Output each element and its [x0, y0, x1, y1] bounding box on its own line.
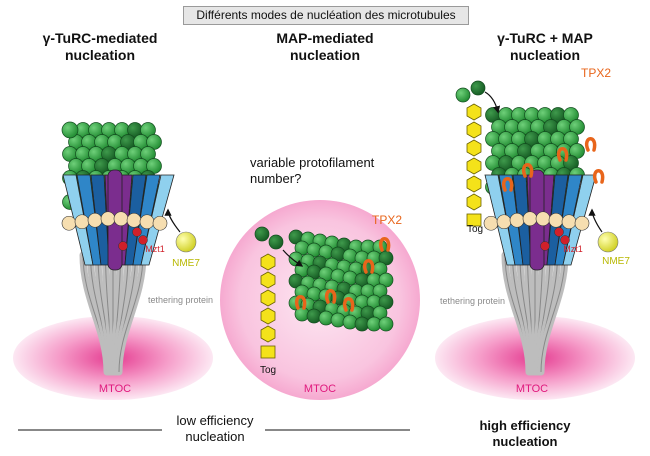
middle-tog-domain: [260, 289, 276, 307]
left-mtoc-label: MTOC: [98, 383, 132, 395]
middle-tpx2-loop: [324, 289, 337, 304]
left-nme7-arrow: [164, 208, 181, 233]
left-nme7-label: NME7: [172, 258, 200, 269]
right-tog-domain: [466, 121, 482, 139]
left-cap-subunit: [126, 212, 142, 228]
left-mzt1-blob: [132, 227, 142, 237]
left-cap-subunit: [61, 215, 77, 231]
right-tubulin-arrow: [484, 91, 501, 114]
right-tether-outline: [540, 254, 566, 373]
middle-free-tubulin: [268, 234, 284, 250]
right-tog-domain: [466, 103, 482, 121]
right-tpx2-loop: [584, 137, 597, 152]
right-tpx2-loop: [556, 147, 569, 162]
right-tpx2-loop: [501, 177, 514, 192]
left-cap-subunit: [100, 211, 116, 227]
right-tog-domain: [466, 157, 482, 175]
left-cap-subunit: [87, 212, 103, 228]
left-tether-outline: [118, 254, 144, 373]
right-cap-subunit: [522, 211, 538, 227]
middle-tog-base: [260, 345, 276, 359]
middle-tubulin-dimer: [330, 312, 346, 328]
left-cap-subunit: [113, 211, 129, 227]
left-tethering-label: tethering protein: [148, 295, 214, 305]
left-nme7-ball: [175, 231, 197, 253]
low-efficiency-label: low efficiency nucleation: [176, 413, 254, 444]
right-cap-subunit: [548, 212, 564, 228]
middle-tubulin-arrow: [282, 249, 304, 267]
left-panel-title: γ-TuRC-mediated nucleation: [42, 30, 158, 63]
middle-tpx2-loop: [378, 237, 391, 252]
right-mzt1-label: Mzt1: [563, 244, 583, 254]
middle-tubulin-dimer: [306, 308, 322, 324]
right-cap-subunit: [535, 211, 551, 227]
middle-tog-domain: [260, 253, 276, 271]
right-tog-domain: [466, 175, 482, 193]
right-mzt1-blob: [554, 227, 564, 237]
left-tubulin-top: [61, 121, 79, 139]
high-efficiency-label: high efficiency nucleation: [479, 418, 571, 449]
right-free-tubulin: [470, 80, 486, 96]
right-cap-subunit: [496, 214, 512, 230]
right-panel-title: γ-TuRC + MAP nucleation: [497, 30, 593, 63]
middle-tpx2-label: TPX2: [371, 213, 402, 227]
right-mzt1-blob: [560, 235, 570, 245]
right-tog-base: [466, 213, 482, 227]
middle-tog-domain: [260, 271, 276, 289]
right-nme7-label: NME7: [602, 256, 630, 267]
right-tog-domain: [466, 139, 482, 157]
middle-panel-title: MAP-mediated nucleation: [276, 30, 374, 63]
right-mtoc-label: MTOC: [515, 383, 549, 395]
right-cap-subunit: [574, 215, 590, 231]
middle-tog-label: Tog: [259, 365, 277, 376]
middle-tubulin-dimer: [342, 314, 358, 330]
right-tpx2-loop: [521, 163, 534, 178]
right-tog-domain: [466, 193, 482, 211]
left-cap-subunit: [152, 215, 168, 231]
right-tog-label: Tog: [466, 224, 484, 235]
right-cap-subunit: [561, 214, 577, 230]
left-cap-subunit: [139, 214, 155, 230]
right-free-tubulin: [455, 87, 471, 103]
left-mzt1-blob: [138, 235, 148, 245]
right-nme7-ball: [597, 231, 619, 253]
middle-tpx2-loop: [342, 297, 355, 312]
middle-tubulin-dimer: [318, 310, 334, 326]
figure-title: Différents modes de nucléation des micro…: [183, 6, 469, 25]
right-nme7-arrow: [588, 208, 603, 233]
right-tethering-label: tethering protein: [440, 296, 506, 306]
left-mzt1-label: Mzt1: [145, 244, 165, 254]
middle-tpx2-loop: [362, 259, 375, 274]
middle-free-tubulin: [254, 226, 270, 242]
left-cap-subunit: [74, 214, 90, 230]
protofilament-question: variable protofilament number?: [250, 155, 375, 186]
right-cap-subunit: [509, 212, 525, 228]
right-tpx2-label: TPX2: [580, 66, 611, 80]
middle-tog-domain: [260, 307, 276, 325]
middle-mtoc-label: MTOC: [303, 383, 337, 395]
middle-tubulin-dimer: [378, 316, 394, 332]
middle-tog-domain: [260, 325, 276, 343]
middle-tpx2-loop: [294, 295, 307, 310]
right-tpx2-loop: [592, 169, 605, 184]
left-mzt1-blob: [118, 241, 128, 251]
right-mzt1-blob: [540, 241, 550, 251]
